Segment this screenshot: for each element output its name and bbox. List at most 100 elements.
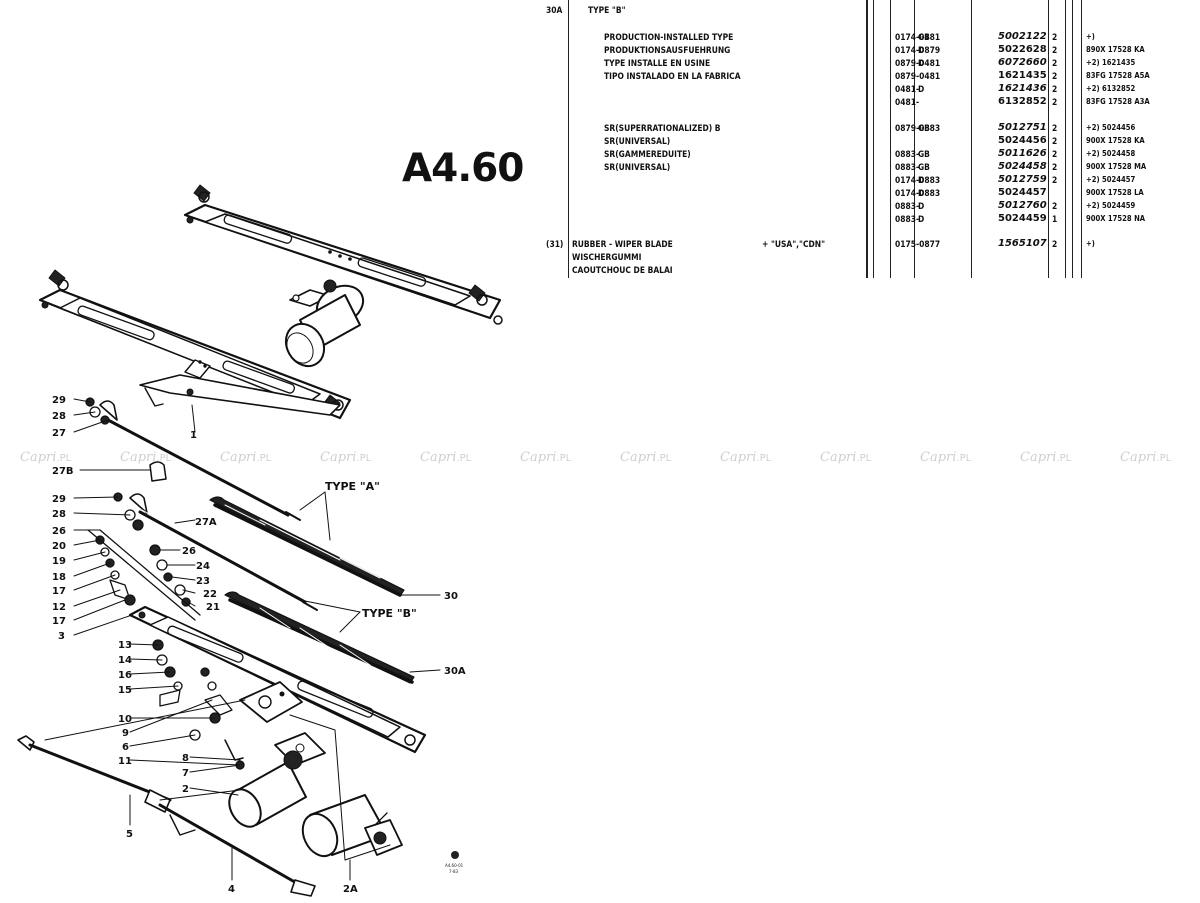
date-range: 0174-0481 [895, 32, 941, 42]
watermark-suffix: .PL [456, 453, 472, 464]
group-ref: 30A [546, 5, 563, 15]
callout: 8 [182, 753, 189, 764]
remark: 900X 17528 KA [1086, 136, 1145, 145]
callout: 11 [118, 756, 132, 767]
leader-bracket [289, 714, 391, 861]
quantity: 2 [1052, 162, 1058, 172]
watermark-suffix: .PL [256, 453, 272, 464]
quantity: 2 [1052, 136, 1058, 146]
wiper-arm-27a [129, 493, 318, 611]
column-rule [1048, 0, 1049, 278]
part-number: 5024458 [998, 161, 1047, 172]
callout: 2A [343, 884, 358, 895]
watermark: Capri.PL [520, 450, 571, 465]
part-number: 5024456 [998, 135, 1047, 146]
motor-lower-2a [301, 794, 403, 858]
callout: 28 [52, 509, 66, 520]
date-range: 0879-0481 [895, 58, 941, 68]
watermark-suffix: .PL [1056, 453, 1072, 464]
remark: +) [1086, 239, 1095, 248]
description: RUBBER - WIPER BLADE [572, 239, 673, 249]
hardware-stack-left [85, 397, 201, 621]
callout: 27B [52, 466, 74, 477]
drawing-stamp-line2: 7-83 [449, 869, 459, 874]
callout: 23 [196, 576, 210, 587]
watermark-suffix: .PL [556, 453, 572, 464]
quantity: 2 [1052, 32, 1058, 42]
motor-upper [284, 279, 365, 368]
drawing-stamp-line1: A4.60-01 [445, 863, 464, 868]
part-number: 5011626 [998, 148, 1047, 159]
motor-bracket [239, 681, 303, 723]
remark: +2) 5024459 [1086, 201, 1136, 210]
callout: 10 [118, 714, 132, 725]
callout: 26 [182, 546, 196, 557]
quantity: 2 [1052, 149, 1058, 159]
country-code: D [918, 175, 925, 185]
description: WISCHERGUMMI [572, 252, 642, 262]
wiper-blade-type-b [224, 591, 415, 684]
column-rule [873, 0, 874, 278]
remark: +) [1086, 32, 1095, 41]
column-rule [866, 0, 868, 278]
watermark: Capri.PL [20, 450, 71, 465]
callout: 18 [52, 572, 66, 583]
description: CAOUTCHOUC DE BALAI [572, 265, 673, 275]
date-range: 0174-0883 [895, 188, 941, 198]
callout: 16 [118, 670, 132, 681]
remark: 83FG 17528 A5A [1086, 71, 1150, 80]
watermark-script: Capri [120, 450, 157, 465]
callout-labels: 29 28 27 27B 29 28 26 20 19 18 17 12 17 … [52, 395, 466, 895]
quantity: 2 [1052, 58, 1058, 68]
watermark-suffix: .PL [1156, 453, 1172, 464]
remark: +2) 5024458 [1086, 149, 1136, 158]
quantity: 2 [1052, 97, 1058, 107]
quantity: 2 [1052, 239, 1058, 249]
parts-table: 30A TYPE "B" PRODUCTION-INSTALLED TYPE P… [540, 0, 1200, 300]
callout: 22 [203, 589, 217, 600]
country-code: D [918, 58, 925, 68]
description: PRODUKTIONSAUSFUEHRUNG [604, 45, 731, 55]
date-range: 0481- [895, 97, 920, 107]
quantity: 2 [1052, 71, 1058, 81]
description: SR(UNIVERSAL) [604, 136, 671, 146]
description: PRODUCTION-INSTALLED TYPE [604, 32, 734, 42]
date-range: 0174-0879 [895, 45, 941, 55]
date-range: 0175-0877 [895, 239, 941, 249]
country-code: GB [918, 32, 930, 42]
watermark: Capri.PL [1020, 450, 1071, 465]
callout: 27 [52, 428, 66, 439]
date-range: 0883- [895, 201, 920, 211]
watermark-script: Capri [620, 450, 657, 465]
motor-lower-2 [228, 732, 326, 828]
country-code: GB [918, 149, 930, 159]
column-rule [1065, 0, 1066, 278]
watermark: Capri.PL [220, 450, 271, 465]
watermark-script: Capri [720, 450, 757, 465]
part-number: 6132852 [998, 96, 1047, 107]
remark: +2) 6132852 [1086, 84, 1136, 93]
part-number: 1621436 [998, 83, 1047, 94]
callout: 7 [182, 768, 189, 779]
remark: 900X 17528 LA [1086, 188, 1144, 197]
lower-linkage-bar [128, 605, 427, 754]
remark: +2) 1621435 [1086, 58, 1136, 67]
callout: 14 [118, 655, 132, 666]
callout: 29 [52, 494, 66, 505]
part-number: 5002122 [998, 31, 1047, 42]
watermark-script: Capri [20, 450, 57, 465]
description: TIPO INSTALADO EN LA FABRICA [604, 71, 741, 81]
stamp-circle [451, 851, 459, 859]
callout: 29 [52, 395, 66, 406]
watermark-script: Capri [920, 450, 957, 465]
part-number: 6072660 [998, 57, 1047, 68]
date-range: 0883- [895, 214, 920, 224]
country-code: D [918, 84, 925, 94]
callout: 4 [228, 884, 235, 895]
watermark: Capri.PL [620, 450, 671, 465]
quantity: 2 [1052, 201, 1058, 211]
exploded-parts-diagram: 29 28 27 27B 29 28 26 20 19 18 17 12 17 … [17, 184, 503, 897]
country-code: D [918, 188, 925, 198]
callout: 5 [126, 829, 133, 840]
watermark: Capri.PL [820, 450, 871, 465]
